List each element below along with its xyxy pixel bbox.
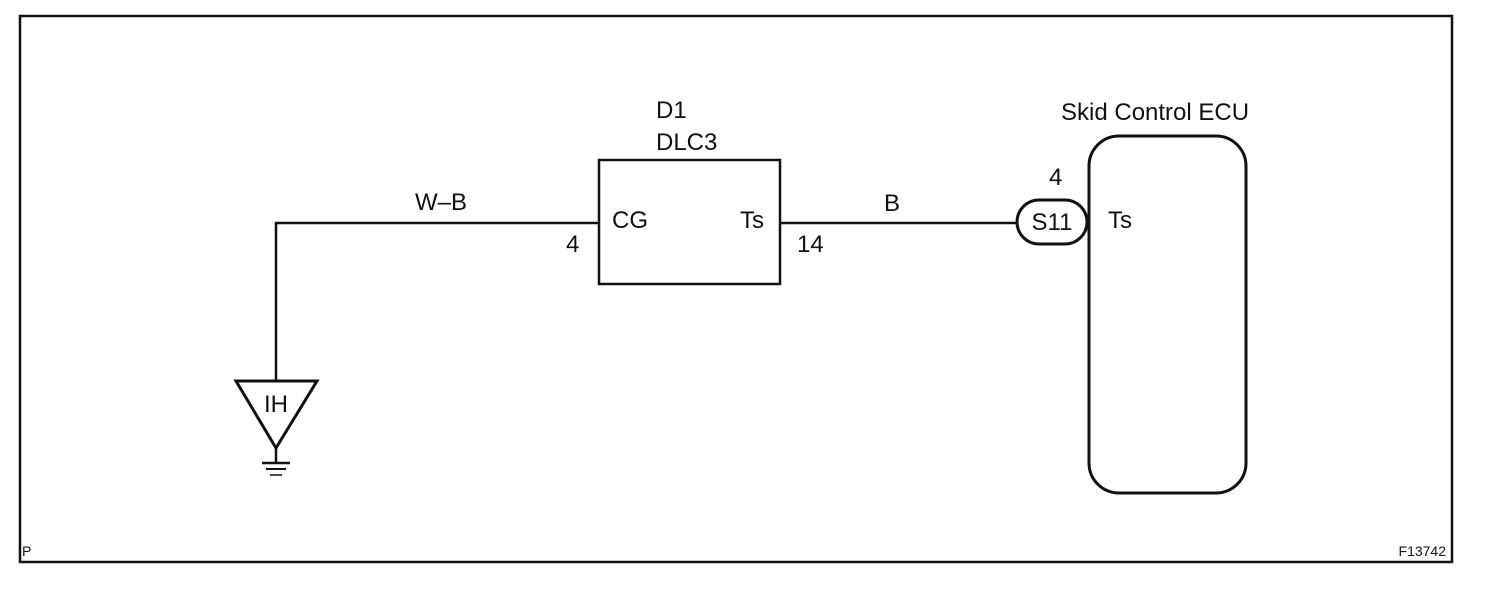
diagram-frame bbox=[18, 14, 1454, 564]
ecu-pin-label: Ts bbox=[1108, 207, 1132, 234]
ecu-title: Skid Control ECU bbox=[1061, 99, 1249, 126]
ecu-connector-code: S11 bbox=[1032, 209, 1073, 236]
dlc-pin-right-number: 14 bbox=[797, 231, 824, 258]
wire-left-color-code: W–B bbox=[415, 189, 467, 216]
wire-left bbox=[274, 221, 599, 381]
dlc-pin-left-number: 4 bbox=[566, 231, 579, 258]
dlc-subtitle: DLC3 bbox=[656, 129, 717, 156]
dlc-name: D1 bbox=[656, 97, 687, 124]
corner-label-left: P bbox=[22, 543, 31, 559]
wire-right-color-code: B bbox=[884, 190, 900, 217]
ground-label: IH bbox=[264, 391, 288, 418]
dlc-pin-right-label: Ts bbox=[740, 207, 764, 234]
ecu-pin-number: 4 bbox=[1049, 164, 1062, 191]
ecu-connector-pill bbox=[1015, 198, 1089, 246]
figure-id: F13742 bbox=[1399, 543, 1447, 559]
dlc-pin-left-label: CG bbox=[612, 207, 648, 234]
ecu-box bbox=[1087, 134, 1248, 495]
